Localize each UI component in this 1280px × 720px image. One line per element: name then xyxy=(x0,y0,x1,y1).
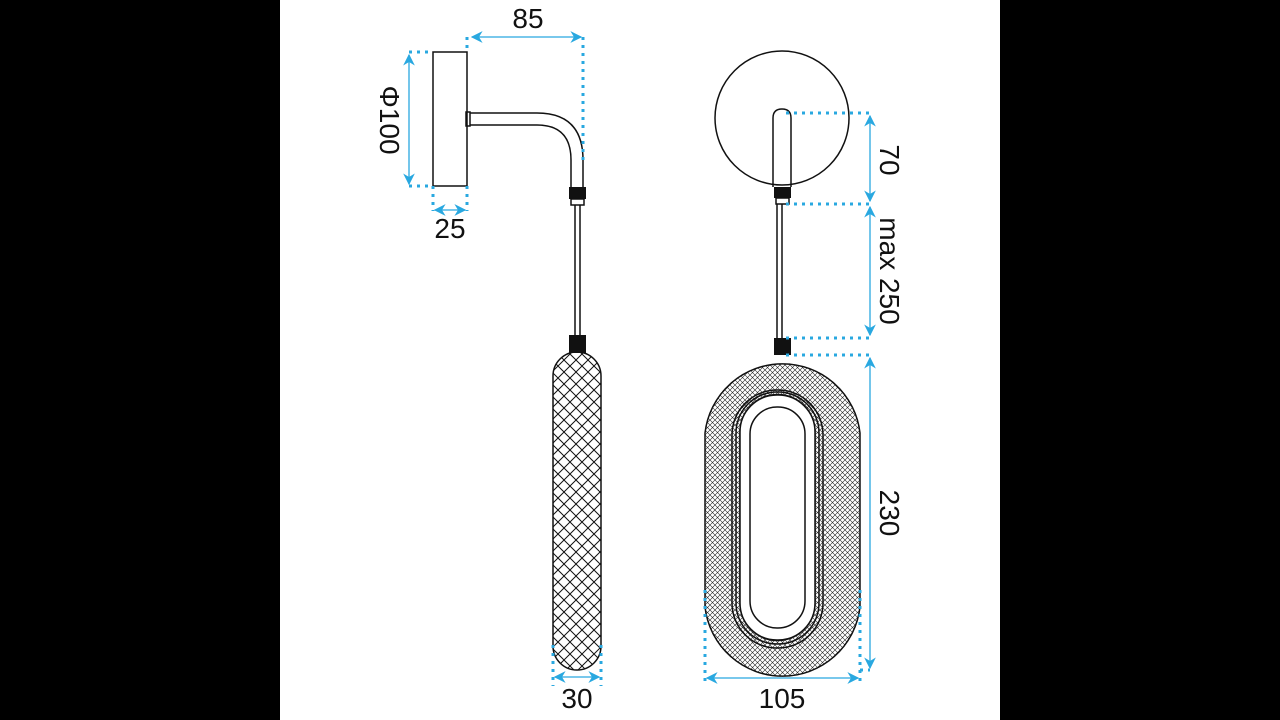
side-dimensions: 85 Φ100 25 30 xyxy=(374,3,603,714)
dim-canopy-diameter: Φ100 xyxy=(374,85,405,154)
pendant-side xyxy=(552,351,602,671)
dim-arm-reach: 85 xyxy=(512,3,543,34)
connector-bottom xyxy=(569,335,586,353)
dim-cable-length: max 250 xyxy=(874,217,905,324)
arm-front xyxy=(772,108,792,187)
drawing-canvas xyxy=(280,0,1000,720)
dim-canopy-depth: 25 xyxy=(434,213,465,244)
pendant-opening xyxy=(739,394,816,641)
front-view xyxy=(704,50,861,677)
cable xyxy=(574,205,581,335)
arm-mount xyxy=(465,111,471,127)
canopy-front xyxy=(714,50,850,186)
left-border xyxy=(0,0,280,720)
cable-front xyxy=(776,204,783,338)
dim-pendant-height: 230 xyxy=(874,490,905,537)
arm-inner xyxy=(470,124,572,187)
dim-pendant-depth: 30 xyxy=(561,683,592,714)
canopy-side xyxy=(432,51,468,187)
dim-arm-length: 70 xyxy=(874,144,905,175)
arm-outer xyxy=(470,112,584,187)
dim-pendant-width: 105 xyxy=(759,683,806,714)
right-border xyxy=(1000,0,1280,720)
side-view xyxy=(432,51,602,671)
connector-top xyxy=(569,187,586,199)
front-dimensions: 70 max 250 230 105 xyxy=(703,111,905,714)
